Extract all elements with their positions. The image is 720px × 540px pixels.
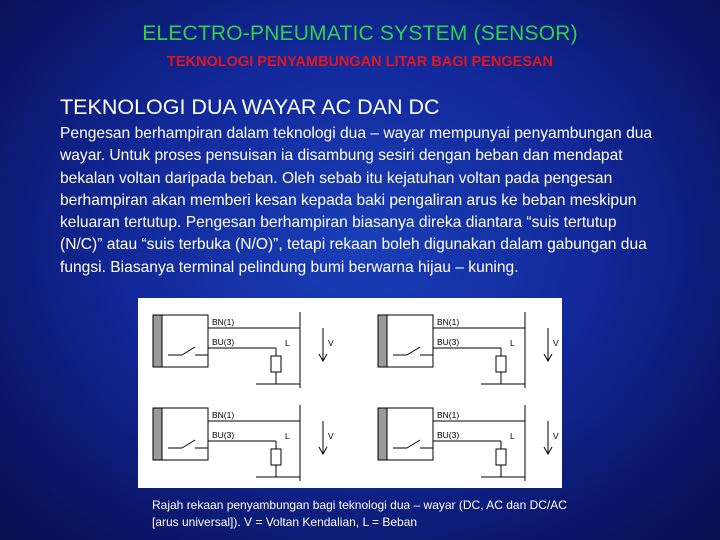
sensor-face bbox=[377, 407, 388, 461]
body-paragraph: Pengesan berhampiran dalam teknologi dua… bbox=[60, 125, 653, 276]
voltage-label: V bbox=[553, 431, 559, 441]
bn-label: BN(1) bbox=[212, 410, 234, 420]
slide-title: ELECTRO-PNEUMATIC SYSTEM (SENSOR) bbox=[142, 22, 578, 45]
voltage-arrow-head bbox=[318, 353, 328, 363]
voltage-label: V bbox=[328, 338, 334, 348]
voltage-label: V bbox=[328, 431, 334, 441]
sensor-face bbox=[377, 314, 388, 368]
voltage-arrow-head bbox=[543, 446, 553, 456]
bn-label: BN(1) bbox=[212, 317, 234, 327]
load-resistor bbox=[270, 355, 282, 373]
load-resistor bbox=[270, 448, 282, 466]
circuit-cell: BN(1) BU(3) L V bbox=[377, 312, 559, 388]
load-label: L bbox=[285, 338, 290, 348]
load-resistor bbox=[495, 355, 507, 373]
load-resistor bbox=[495, 448, 507, 466]
circuit-cell: BN(1) BU(3) L V bbox=[152, 405, 334, 481]
switch-contact bbox=[406, 439, 421, 449]
section-heading: TEKNOLOGI DUA WAYAR AC DAN DC bbox=[60, 95, 440, 119]
voltage-label: V bbox=[553, 338, 559, 348]
load-label: L bbox=[510, 338, 515, 348]
bu-label: BU(3) bbox=[212, 430, 234, 440]
figure-caption: Rajah rekaan penyambungan bagi teknologi… bbox=[152, 498, 567, 529]
bn-label: BN(1) bbox=[437, 410, 459, 420]
load-label: L bbox=[285, 431, 290, 441]
bu-label: BU(3) bbox=[437, 430, 459, 440]
circuit-cell: BN(1) BU(3) L V bbox=[377, 405, 559, 481]
sensor-face bbox=[152, 314, 163, 368]
bn-label: BN(1) bbox=[437, 317, 459, 327]
wiring-diagram-svg: BN(1) BU(3) L V BN(1) BU(3) L V BN(1) BU(3) L V B… bbox=[152, 312, 559, 481]
switch-contact bbox=[181, 439, 196, 449]
circuit-cell: BN(1) BU(3) L V bbox=[152, 312, 334, 388]
switch-contact bbox=[406, 346, 421, 356]
voltage-arrow-head bbox=[318, 446, 328, 456]
bu-label: BU(3) bbox=[437, 337, 459, 347]
wiring-diagram: BN(1) BU(3) L V BN(1) BU(3) L V BN(1) BU(3) L V B… bbox=[138, 298, 562, 488]
voltage-arrow-head bbox=[543, 353, 553, 363]
switch-contact bbox=[181, 346, 196, 356]
slide-subtitle: TEKNOLOGI PENYAMBUNGAN LITAR BAGI PENGES… bbox=[167, 54, 553, 70]
bu-label: BU(3) bbox=[212, 337, 234, 347]
load-label: L bbox=[510, 431, 515, 441]
sensor-face bbox=[152, 407, 163, 461]
